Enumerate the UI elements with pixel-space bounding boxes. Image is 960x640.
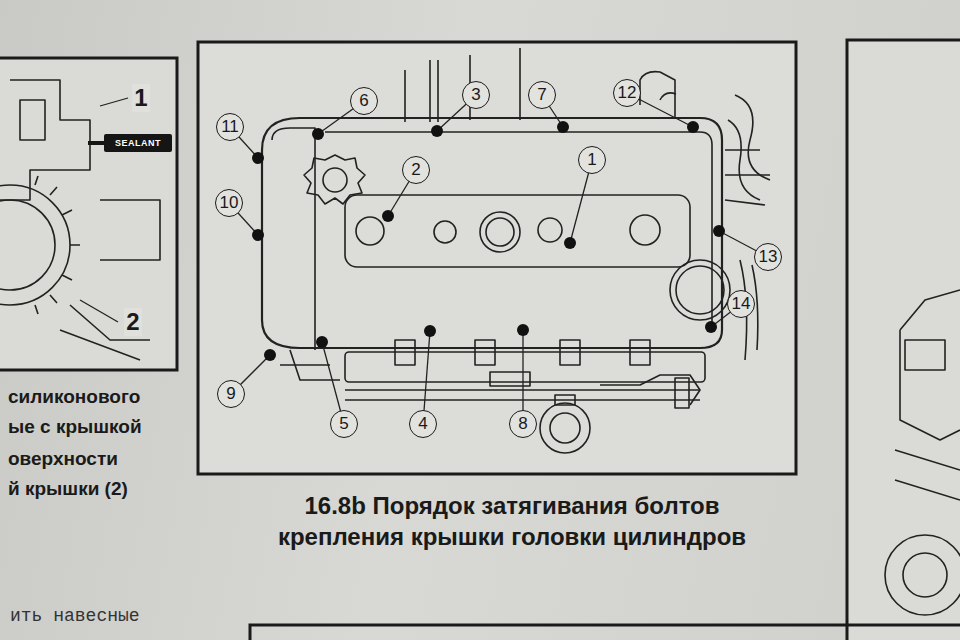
callout-number: 7: [528, 81, 556, 109]
text-fragment: силиконового: [8, 386, 140, 408]
text-fragment: ые с крышкой: [8, 416, 142, 438]
callout-number: 8: [509, 410, 537, 438]
figure-caption: 16.8b Порядок затягивания болтов креплен…: [242, 490, 782, 552]
callout-number: 2: [124, 308, 141, 336]
callout-number: 9: [217, 380, 245, 408]
callout-number: 11: [216, 113, 244, 141]
text-fragment: оверхности: [8, 448, 118, 470]
tube-label: SEALANT: [115, 138, 161, 148]
callout-number: 5: [330, 410, 358, 438]
callout-number: 14: [727, 290, 755, 318]
callout-number: 3: [462, 81, 490, 109]
callout-number: 6: [350, 87, 378, 115]
callout-number: 13: [754, 243, 782, 271]
text-fragment: й крышки (2): [8, 478, 128, 500]
text-fragment: ить навесные: [10, 606, 140, 626]
callout-number: 10: [215, 189, 243, 217]
callout-number: 1: [132, 84, 149, 112]
callout-number: 12: [613, 79, 641, 107]
callout-number: 2: [402, 156, 430, 184]
callout-number: 1: [578, 146, 606, 174]
callout-number: 4: [409, 410, 437, 438]
